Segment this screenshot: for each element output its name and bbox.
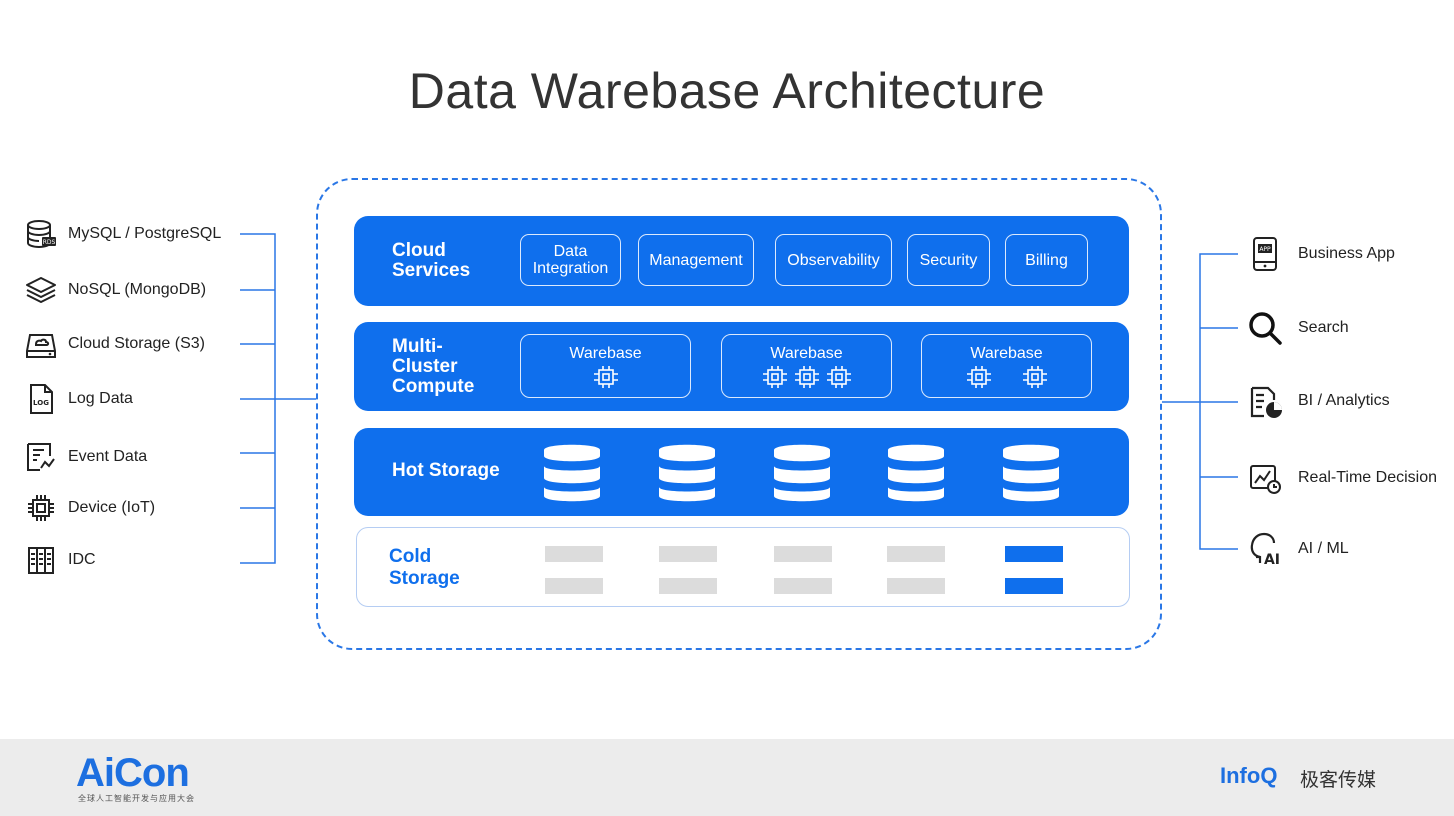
infoq-logo: InfoQ: [1220, 763, 1278, 788]
compute-chip-icon: [826, 366, 851, 388]
hot-storage-database-icon: [888, 444, 944, 502]
service-billing: Billing: [1005, 234, 1088, 286]
layer-title: Multi- Cluster Compute: [392, 336, 475, 397]
warehouse-label: Warebase: [970, 345, 1043, 362]
mobile-app-icon: APP: [1253, 237, 1277, 271]
warehouse-chips: [922, 365, 1091, 389]
compute-chip-icon: [966, 366, 991, 388]
destination-ai-ml: AI AI / ML: [1246, 530, 1349, 568]
warehouse-1: Warebase: [520, 334, 691, 398]
cold-storage-block: [1005, 546, 1063, 562]
cold-storage-block: [774, 578, 832, 594]
warehouse-2: Warebase: [721, 334, 892, 398]
destination-label: Real-Time Decision: [1298, 469, 1437, 486]
footer-bar: AiCon 全球人工智能开发与应用大会 InfoQ 极客传媒: [0, 739, 1454, 816]
search-icon: [1249, 312, 1282, 345]
service-security: Security: [907, 234, 990, 286]
ai-head-icon: AI: [1250, 532, 1280, 568]
hot-storage-layer: Hot Storage: [354, 428, 1129, 516]
destination-realtime: Real-Time Decision: [1246, 459, 1437, 497]
source-log: LOG Log Data: [24, 382, 133, 416]
destination-label: Business App: [1298, 245, 1395, 262]
destination-label: Search: [1298, 319, 1349, 336]
service-data-integration: Data Integration: [520, 234, 621, 286]
source-label: NoSQL (MongoDB): [68, 281, 207, 298]
cold-storage-block: [887, 578, 945, 594]
cold-storage-block: [545, 578, 603, 594]
warehouse-chips: [722, 365, 891, 389]
warehouse-3: Warebase: [921, 334, 1092, 398]
cold-storage-block: [659, 578, 717, 594]
cold-storage-block: [1005, 578, 1063, 594]
destination-label: AI / ML: [1298, 540, 1349, 557]
source-device: Device (IoT): [24, 491, 155, 525]
layer-title: Hot Storage: [392, 460, 500, 481]
warehouse-chips: [521, 365, 690, 389]
source-cloud-storage: Cloud Storage (S3): [24, 327, 205, 361]
source-label: Log Data: [68, 390, 133, 407]
warehouse-label: Warebase: [770, 345, 843, 362]
cloud-drive-icon: [26, 334, 56, 358]
server-rack-icon: [28, 547, 54, 574]
cloud-services-layer: Cloud Services Data Integration Manageme…: [354, 216, 1129, 306]
destination-business-app: APP Business App: [1246, 235, 1395, 273]
compute-chip-icon: [593, 366, 618, 388]
event-chart-icon: [27, 443, 55, 471]
warehouse-label: Warebase: [569, 345, 642, 362]
svg-text:AI: AI: [1264, 552, 1280, 568]
hot-storage-database-icon: [774, 444, 830, 502]
compute-chip-icon: [762, 366, 787, 388]
cold-storage-block: [545, 546, 603, 562]
layers-icon: [26, 277, 56, 303]
layer-title: Cloud Services: [392, 240, 471, 281]
hot-storage-database-icon: [1003, 444, 1059, 502]
source-event: Event Data: [24, 440, 147, 474]
database-rds-icon: RDS: [27, 220, 56, 249]
source-mysql: RDS MySQL / PostgreSQL: [24, 217, 221, 251]
infoq-cn-label: 极客传媒: [1300, 770, 1377, 791]
cold-storage-block: [659, 546, 717, 562]
destination-search: Search: [1246, 309, 1349, 347]
service-management: Management: [638, 234, 754, 286]
chip-icon: [28, 495, 54, 521]
cold-storage-block: [774, 546, 832, 562]
source-idc: IDC: [24, 543, 96, 577]
source-label: Cloud Storage (S3): [68, 335, 205, 352]
realtime-chart-icon: [1250, 465, 1281, 494]
cold-storage-layer: Cold Storage: [356, 527, 1130, 607]
destination-bi: BI / Analytics: [1246, 382, 1390, 420]
cold-storage-block: [887, 546, 945, 562]
service-observability: Observability: [775, 234, 892, 286]
destination-label: BI / Analytics: [1298, 392, 1390, 409]
svg-text:RDS: RDS: [43, 239, 56, 246]
compute-layer: Multi- Cluster Compute Warebase Warebase…: [354, 322, 1129, 411]
source-label: MySQL / PostgreSQL: [68, 225, 222, 242]
source-label: Event Data: [68, 448, 148, 465]
aicon-tagline: 全球人工智能开发与应用大会: [78, 794, 195, 803]
hot-storage-database-icon: [544, 444, 600, 502]
compute-chip-icon: [1022, 366, 1047, 388]
svg-text:LOG: LOG: [33, 399, 49, 407]
source-label: IDC: [68, 551, 96, 568]
report-pie-icon: [1250, 386, 1282, 418]
page-title: Data Warebase Architecture: [408, 63, 1046, 119]
layer-title: Cold Storage: [389, 546, 460, 589]
source-label: Device (IoT): [68, 499, 156, 516]
svg-text:APP: APP: [1259, 246, 1271, 253]
hot-storage-database-icon: [659, 444, 715, 502]
source-nosql: NoSQL (MongoDB): [24, 273, 206, 307]
aicon-logo: AiCon: [76, 751, 190, 795]
warebase-frame: [316, 178, 1162, 650]
log-file-icon: LOG: [30, 384, 53, 414]
compute-chip-icon: [794, 366, 819, 388]
